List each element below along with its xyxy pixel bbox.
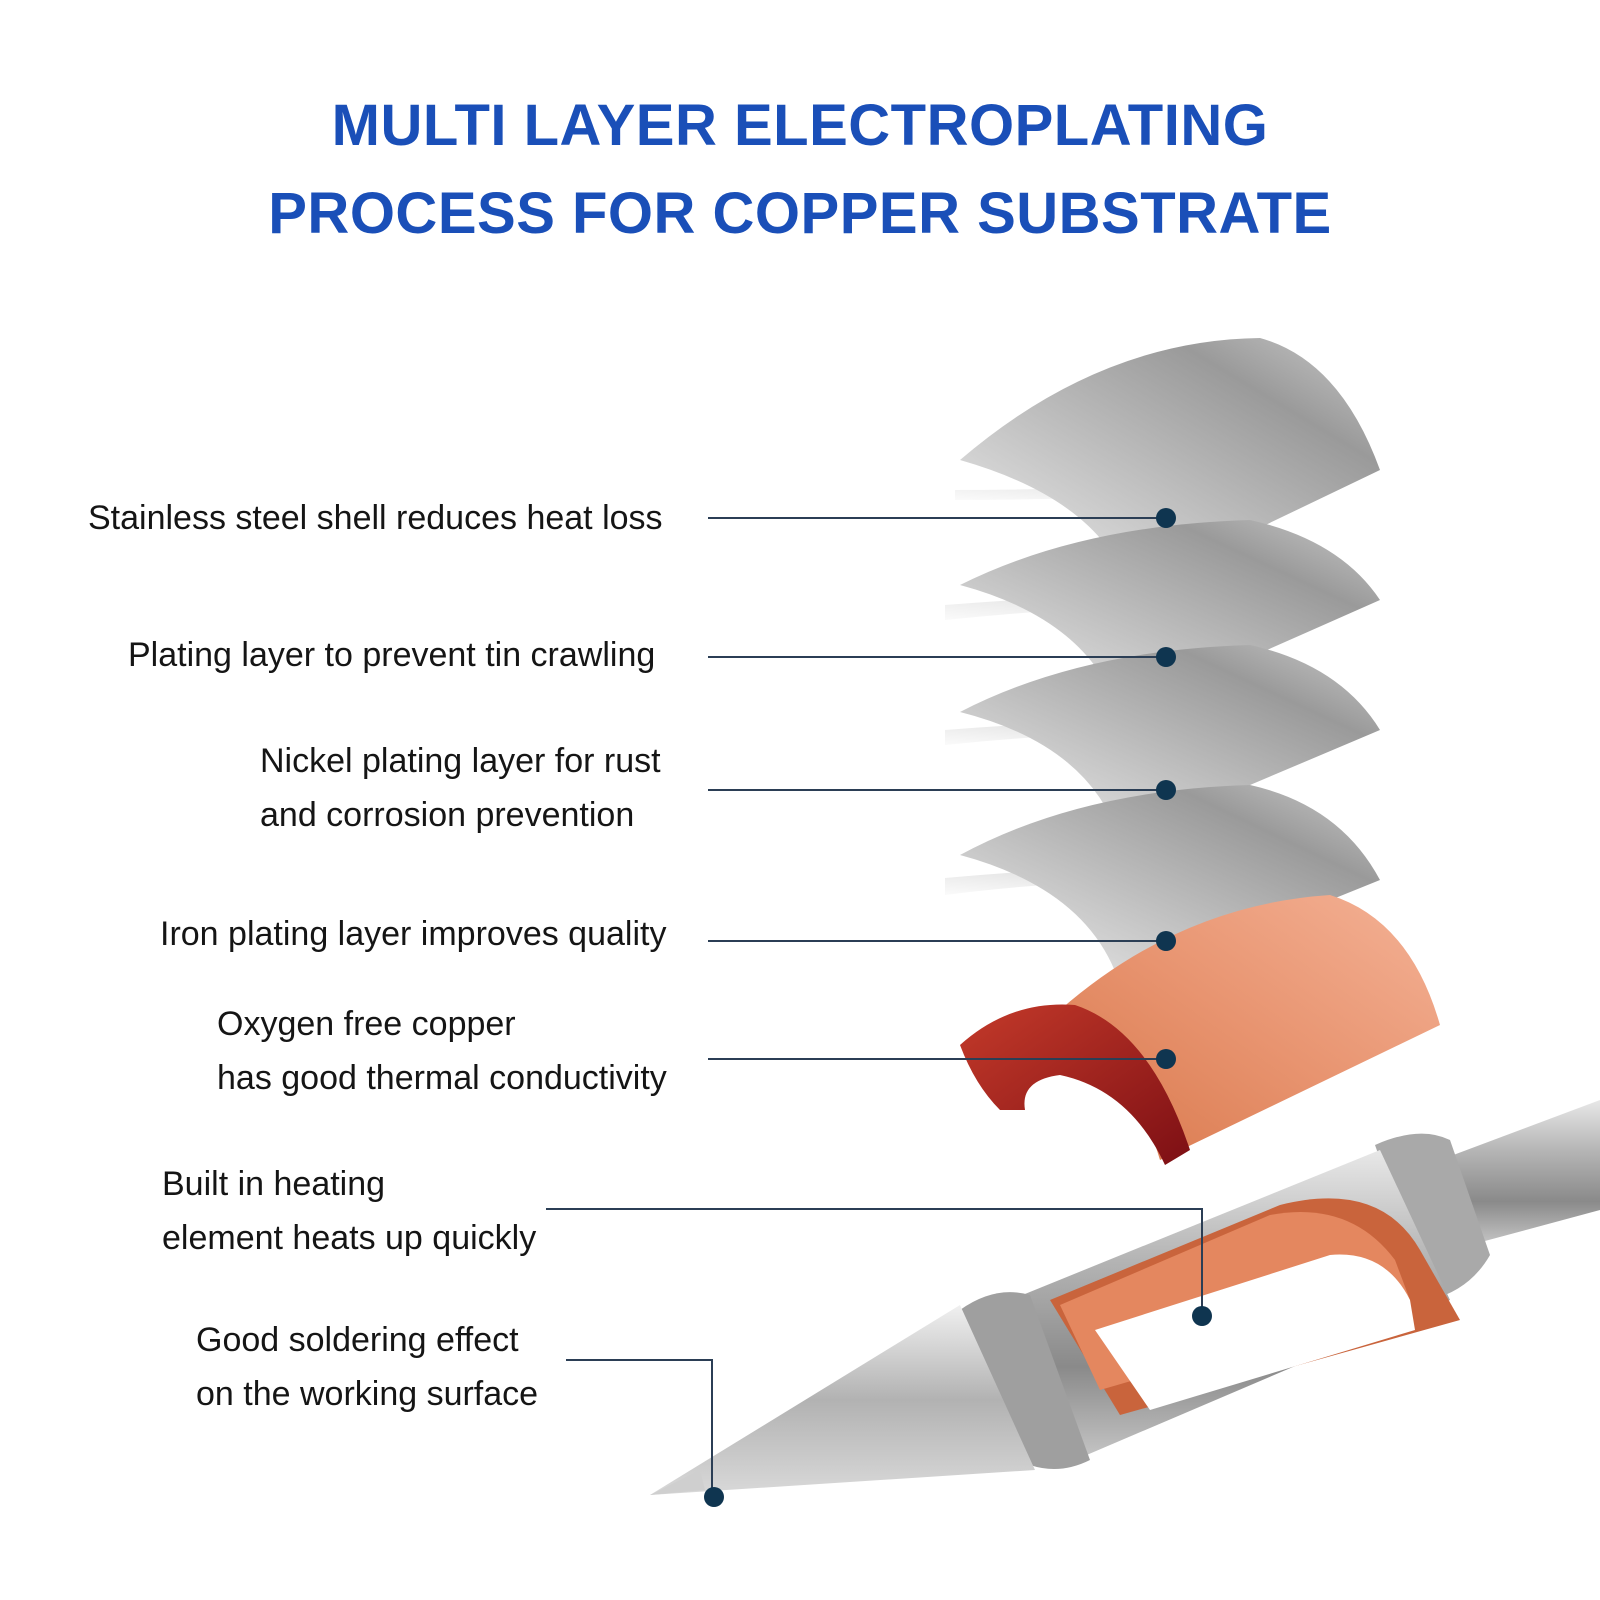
callout-line: has good thermal conductivity [217, 1059, 667, 1097]
steel-layer-1 [955, 338, 1380, 590]
callout-built-in-heating: Built in heating element heats up quickl… [162, 1157, 536, 1265]
leader-line-soldering [566, 1359, 713, 1497]
callout-line: Iron plating layer improves quality [160, 915, 667, 953]
callout-plating-layer-tin: Plating layer to prevent tin crawling [128, 628, 655, 682]
callout-stainless-steel-shell: Stainless steel shell reduces heat loss [88, 491, 663, 545]
steel-layer-3 [945, 645, 1380, 840]
diagram-title-line-2: PROCESS FOR COPPER SUBSTRATE [268, 181, 1332, 246]
leader-dot-iron [1156, 931, 1176, 951]
leader-dot-plating [1156, 647, 1176, 667]
callout-good-soldering-effect: Good soldering effect on the working sur… [196, 1313, 538, 1421]
callout-line: Stainless steel shell reduces heat loss [88, 499, 663, 537]
callout-oxygen-free-copper: Oxygen free copper has good thermal cond… [217, 997, 667, 1105]
callout-line: element heats up quickly [162, 1219, 537, 1257]
diagram-title-line-1: MULTI LAYER ELECTROPLATING [331, 93, 1269, 158]
steel-layer-4 [945, 785, 1380, 985]
callout-line: and corrosion prevention [260, 796, 635, 834]
callout-nickel-plating-layer: Nickel plating layer for rust and corros… [260, 734, 661, 842]
callout-line: Good soldering effect [196, 1321, 519, 1359]
leader-line-heating [546, 1208, 1203, 1316]
leader-dots [704, 508, 1212, 1507]
leader-dot-nickel [1156, 780, 1176, 800]
callout-line: Plating layer to prevent tin crawling [128, 636, 656, 674]
leader-dot-stainless [1156, 508, 1176, 528]
leader-dot-heating [1192, 1306, 1212, 1326]
leader-lines [546, 517, 1203, 1497]
callout-line: Oxygen free copper [217, 1005, 516, 1043]
copper-layer [960, 895, 1440, 1165]
leader-dot-soldering [704, 1487, 724, 1507]
leader-dot-copper [1156, 1049, 1176, 1069]
callout-line: Built in heating [162, 1165, 386, 1203]
callout-line: Nickel plating layer for rust [260, 742, 661, 780]
soldering-tip-body [650, 1100, 1600, 1495]
callout-iron-plating-layer: Iron plating layer improves quality [160, 907, 666, 961]
steel-layer-2 [945, 520, 1380, 715]
callout-line: on the working surface [196, 1375, 539, 1413]
